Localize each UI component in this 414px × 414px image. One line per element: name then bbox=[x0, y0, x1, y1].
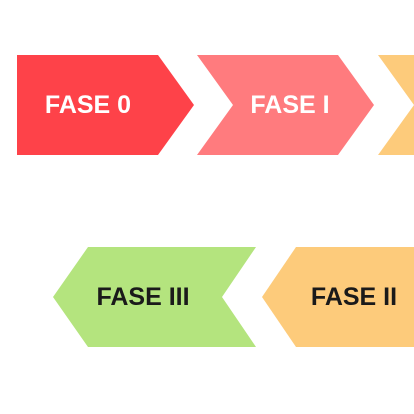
phase-label-1: FASE I bbox=[250, 91, 329, 119]
phase-shape-2-top bbox=[378, 55, 414, 155]
phase-arrow-2-top bbox=[378, 55, 414, 155]
phase-label-0: FASE 0 bbox=[45, 91, 131, 119]
phase-arrow-3: FASE III bbox=[53, 247, 256, 347]
phase-arrow-1: FASE I bbox=[197, 55, 374, 155]
phase-arrow-2: FASE II bbox=[262, 247, 414, 347]
phase-shape-2 bbox=[262, 247, 414, 347]
phase-label-3: FASE III bbox=[96, 283, 189, 311]
phase-shape-0 bbox=[17, 55, 194, 155]
phase-shape-1 bbox=[197, 55, 374, 155]
phase-arrow-0: FASE 0 bbox=[17, 55, 194, 155]
phase-label-2: FASE II bbox=[311, 283, 397, 311]
phase-shape-3 bbox=[53, 247, 256, 347]
